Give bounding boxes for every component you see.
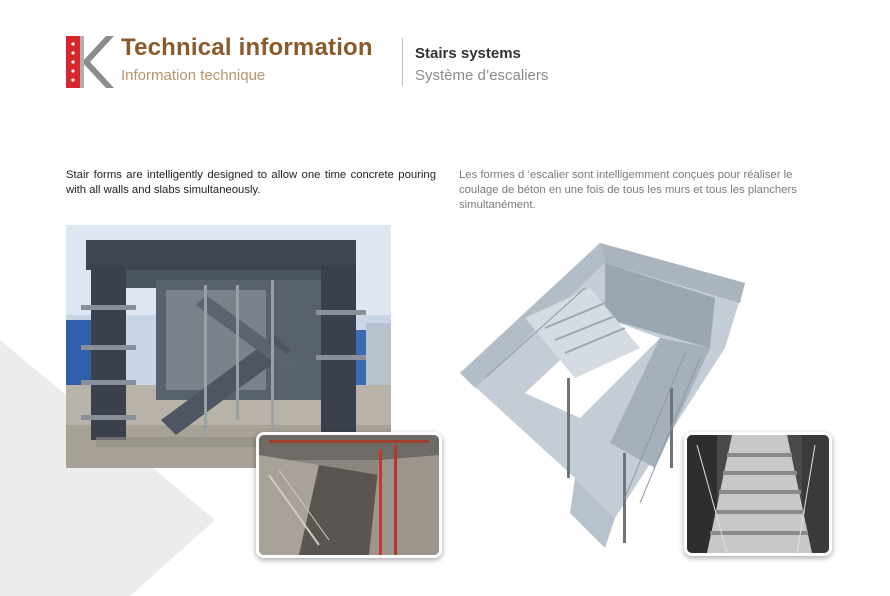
onsite-stair-inset-photo	[256, 432, 442, 558]
finished-stairs-inset-photo	[684, 432, 832, 556]
stair-formwork-3d-render	[455, 228, 755, 553]
description-french: Les formes d ’escalier sont intelligemme…	[459, 169, 797, 211]
page-title: Technical information	[121, 34, 373, 61]
company-logo-icon	[66, 36, 114, 88]
header-divider	[402, 38, 403, 86]
stair-formwork-photo	[66, 225, 391, 468]
section-subtitle-french: Système d’escaliers	[415, 67, 549, 84]
section-subtitle: Stairs systems	[415, 45, 521, 62]
page-title-french: Information technique	[121, 67, 266, 84]
description-english: Stair forms are intelligently designed t…	[66, 169, 436, 196]
